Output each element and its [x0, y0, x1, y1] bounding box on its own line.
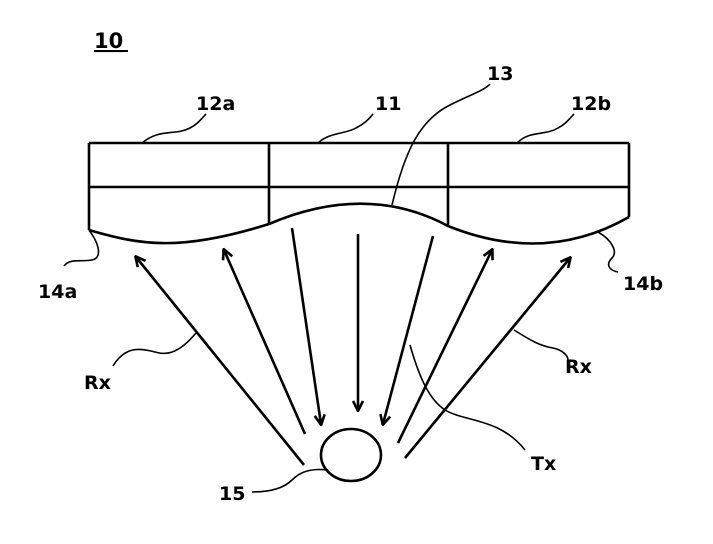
label-11: 11: [375, 93, 401, 115]
leader-tx: [410, 345, 525, 450]
concave-surface-right: [448, 217, 629, 243]
label-12a: 12a: [196, 93, 235, 115]
leader-12b: [517, 114, 574, 143]
tx-arrow-1: [292, 228, 321, 424]
convex-surface-center: [269, 204, 448, 226]
transducer-element: [321, 429, 381, 481]
leader-rx-left: [113, 333, 196, 366]
leader-12a: [142, 114, 206, 143]
label-rx-right: Rx: [565, 356, 592, 378]
figure-number: 10: [94, 29, 123, 53]
rx-arrow-1: [136, 257, 304, 465]
rx-arrow-4: [405, 258, 570, 458]
rx-arrow-2: [224, 250, 305, 434]
label-14a: 14a: [38, 281, 77, 303]
leader-14b: [598, 232, 618, 272]
leader-14a: [64, 230, 98, 266]
label-15: 15: [219, 483, 245, 505]
reference-labels: 12a 11 13 12b 14a 14b Rx Rx Tx 15: [38, 63, 663, 505]
leader-rx-right: [514, 330, 568, 360]
tx-arrow-3: [383, 236, 433, 424]
leader-11: [318, 114, 373, 143]
leader-15: [252, 469, 328, 492]
transmit-arrows: [292, 228, 433, 424]
rx-arrow-3: [398, 250, 492, 443]
label-tx: Tx: [531, 453, 556, 475]
label-rx-left: Rx: [84, 372, 111, 394]
label-12b: 12b: [571, 93, 611, 115]
label-13: 13: [487, 63, 513, 85]
concave-surface-left: [89, 224, 269, 243]
label-14b: 14b: [623, 273, 663, 295]
lens-assembly: [89, 143, 629, 243]
